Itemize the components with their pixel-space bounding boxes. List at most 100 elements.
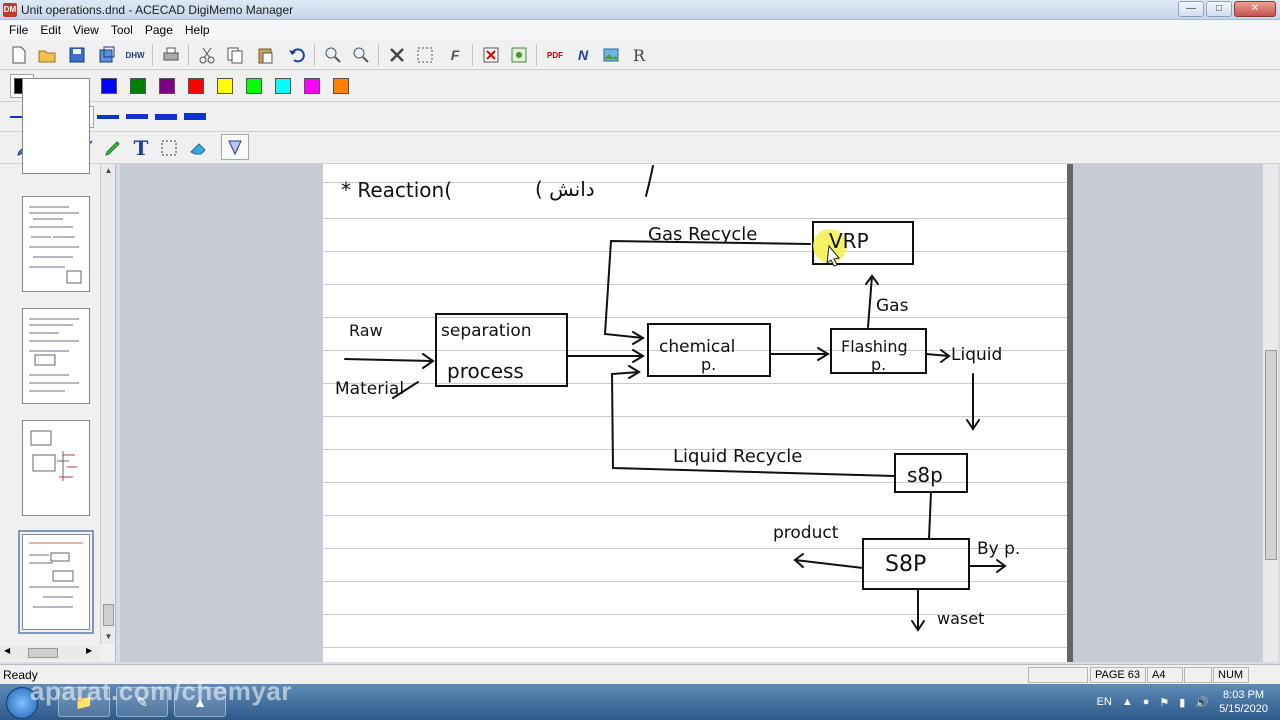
color-green[interactable] <box>130 78 146 94</box>
scroll-right-arrow[interactable]: ▶ <box>86 646 93 655</box>
status-ready: Ready <box>3 667 38 682</box>
menu-tool[interactable]: Tool <box>110 23 133 37</box>
window-title: Unit operations.dnd - ACECAD DigiMemo Ma… <box>21 2 294 17</box>
page-thumbnail[interactable] <box>22 420 90 516</box>
line-width-5[interactable] <box>126 114 148 119</box>
line-width-1[interactable] <box>10 116 32 118</box>
menu-help[interactable]: Help <box>184 23 210 37</box>
start-button[interactable] <box>6 687 38 719</box>
pdf-icon[interactable]: PDF <box>547 50 563 60</box>
fit-icon[interactable] <box>414 44 436 66</box>
delete-icon[interactable] <box>386 44 408 66</box>
note-gas-label: Gas <box>876 296 909 316</box>
menu-file[interactable]: File <box>9 23 29 37</box>
matlab-task-icon[interactable]: ▲ <box>174 687 226 717</box>
scroll-left-arrow[interactable]: ◀ <box>4 646 11 655</box>
clock-date: 5/15/2020 <box>1219 703 1268 715</box>
watermark: aparat.com/chemyar <box>30 676 292 706</box>
page-thumbnail[interactable] <box>22 196 90 292</box>
memo-page[interactable] <box>323 164 1067 662</box>
language-indicator[interactable]: EN <box>1096 696 1112 708</box>
note-s8p2-label: S8P <box>885 552 926 577</box>
note-persian-text: ( دانش <box>535 177 595 201</box>
status-blank <box>1028 667 1088 683</box>
scroll-down-arrow[interactable]: ▼ <box>104 632 113 641</box>
color-lime[interactable] <box>246 78 262 94</box>
clock-time: 8:03 PM <box>1223 689 1265 701</box>
new-icon[interactable] <box>8 44 30 66</box>
thumbnail-vertical-scrollbar[interactable]: ▲ ▼ <box>100 164 115 644</box>
line-width-6[interactable] <box>155 114 177 120</box>
color-blue[interactable] <box>101 78 117 94</box>
system-tray: EN ▲ ● ⚑ ▮ 🔊 8:03 PM 5/15/2020 <box>1097 688 1268 716</box>
menu-edit[interactable]: Edit <box>40 23 62 37</box>
thumbnail-horizontal-scrollbar[interactable]: ◀ ▶ <box>0 646 100 660</box>
copy-icon[interactable] <box>224 44 246 66</box>
save-icon[interactable] <box>66 44 88 66</box>
settings-icon[interactable] <box>508 44 530 66</box>
menu-page[interactable]: Page <box>144 23 173 37</box>
explorer-task-icon[interactable]: 📁 <box>58 687 110 717</box>
font-icon[interactable]: F <box>450 47 460 63</box>
battery-icon[interactable]: ▮ <box>1179 696 1186 709</box>
digimemo-task-icon[interactable]: ✎ <box>116 687 168 717</box>
cut-icon[interactable] <box>196 44 218 66</box>
canvas-vertical-scrollbar[interactable] <box>1262 164 1278 662</box>
color-orange[interactable] <box>333 78 349 94</box>
maximize-button[interactable]: □ <box>1206 1 1232 17</box>
minimize-button[interactable]: — <box>1178 1 1204 17</box>
note-liquid-recycle-label: Liquid Recycle <box>673 446 802 467</box>
page-thumbnail[interactable] <box>22 308 90 404</box>
clock[interactable]: 8:03 PM 5/15/2020 <box>1219 688 1268 716</box>
scroll-thumb[interactable] <box>1265 350 1277 560</box>
zoom-out-icon[interactable] <box>350 44 372 66</box>
page-thumbnail-current[interactable] <box>18 530 94 634</box>
color-magenta[interactable] <box>304 78 320 94</box>
page-thumbnail[interactable] <box>22 78 90 174</box>
pointer-highlight <box>813 229 847 263</box>
lasso-icon[interactable] <box>224 136 246 158</box>
line-width-7[interactable] <box>184 113 206 120</box>
dhw-icon[interactable]: DHW <box>125 50 145 60</box>
note-flashing-p-label: p. <box>871 355 886 374</box>
line-width-4[interactable] <box>97 115 119 119</box>
flag-icon[interactable]: ⚑ <box>1159 696 1170 709</box>
save-as-icon[interactable] <box>96 44 118 66</box>
canvas-area: * Reaction( ( دانش Raw Material separati… <box>120 164 1262 662</box>
thumbnail-panel: ▲ ▼ ◀ ▶ <box>0 78 116 662</box>
color-purple[interactable] <box>159 78 175 94</box>
close-button[interactable]: ✕ <box>1234 1 1276 17</box>
undo-icon[interactable] <box>286 44 308 66</box>
scroll-thumb[interactable] <box>103 604 114 626</box>
scroll-up-arrow[interactable]: ▲ <box>104 166 113 175</box>
paste-icon[interactable] <box>254 44 276 66</box>
app-icon: DM <box>3 2 17 17</box>
recognize-icon[interactable]: R <box>632 45 646 65</box>
color-red[interactable] <box>188 78 204 94</box>
scroll-thumb[interactable] <box>28 648 58 658</box>
eraser-icon[interactable] <box>188 137 210 159</box>
text-icon[interactable]: T <box>133 136 149 160</box>
network-icon[interactable]: ● <box>1142 696 1150 708</box>
select-icon[interactable] <box>158 137 180 159</box>
marker-icon[interactable] <box>102 137 124 159</box>
menu-view[interactable]: View <box>73 23 99 37</box>
color-toolbar <box>0 70 1280 102</box>
main-toolbar: DHW F PDF N R <box>0 40 1280 70</box>
volume-icon[interactable]: 🔊 <box>1195 696 1210 709</box>
note-material-label: Material <box>335 379 404 399</box>
color-cyan[interactable] <box>275 78 291 94</box>
print-icon[interactable] <box>160 44 182 66</box>
open-icon[interactable] <box>36 44 58 66</box>
zoom-in-icon[interactable] <box>322 44 344 66</box>
close-doc-icon[interactable] <box>480 44 502 66</box>
color-yellow[interactable] <box>217 78 233 94</box>
word-icon[interactable]: N <box>577 47 589 63</box>
cursor-icon <box>826 244 840 267</box>
line-width-toolbar <box>0 102 1280 132</box>
note-liquid-label: Liquid <box>951 345 1002 365</box>
note-waste-label: waset <box>937 609 984 628</box>
note-reaction-label: * Reaction( <box>341 178 452 202</box>
image-icon[interactable] <box>600 44 622 66</box>
tray-expand-icon[interactable]: ▲ <box>1121 696 1133 708</box>
